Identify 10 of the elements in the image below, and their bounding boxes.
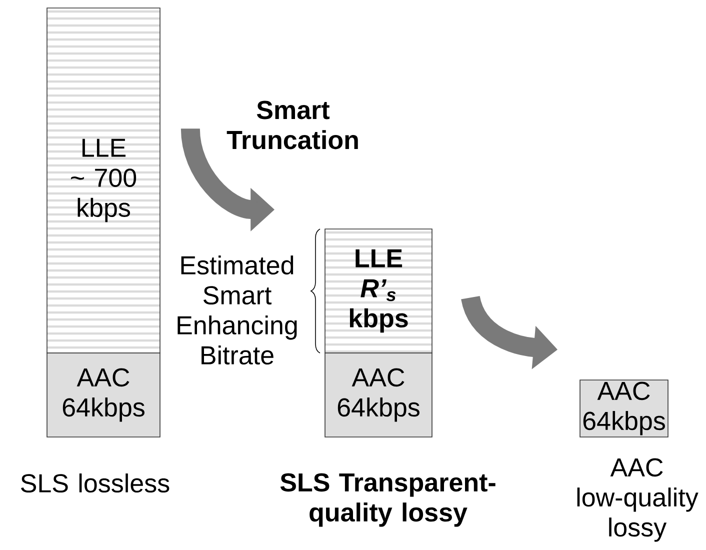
bar-segment: AAC 64kbps xyxy=(580,380,668,438)
bar-segment: LLE R’$_{s}$ kbps xyxy=(324,228,432,354)
bar-segment: LLE ~ 700 kbps xyxy=(46,8,160,354)
label: Estimated Smart Enhancing Bitrate xyxy=(178,255,297,365)
bar-segment: AAC 64kbps xyxy=(324,352,432,438)
bar-segment: AAC 64kbps xyxy=(46,352,160,438)
label: SLS Transparent-quality lossy xyxy=(280,473,496,527)
label: SLS lossless xyxy=(21,473,170,493)
label: AAC low-quality lossy xyxy=(577,458,698,542)
edge-label: Smart Truncation xyxy=(226,100,358,150)
